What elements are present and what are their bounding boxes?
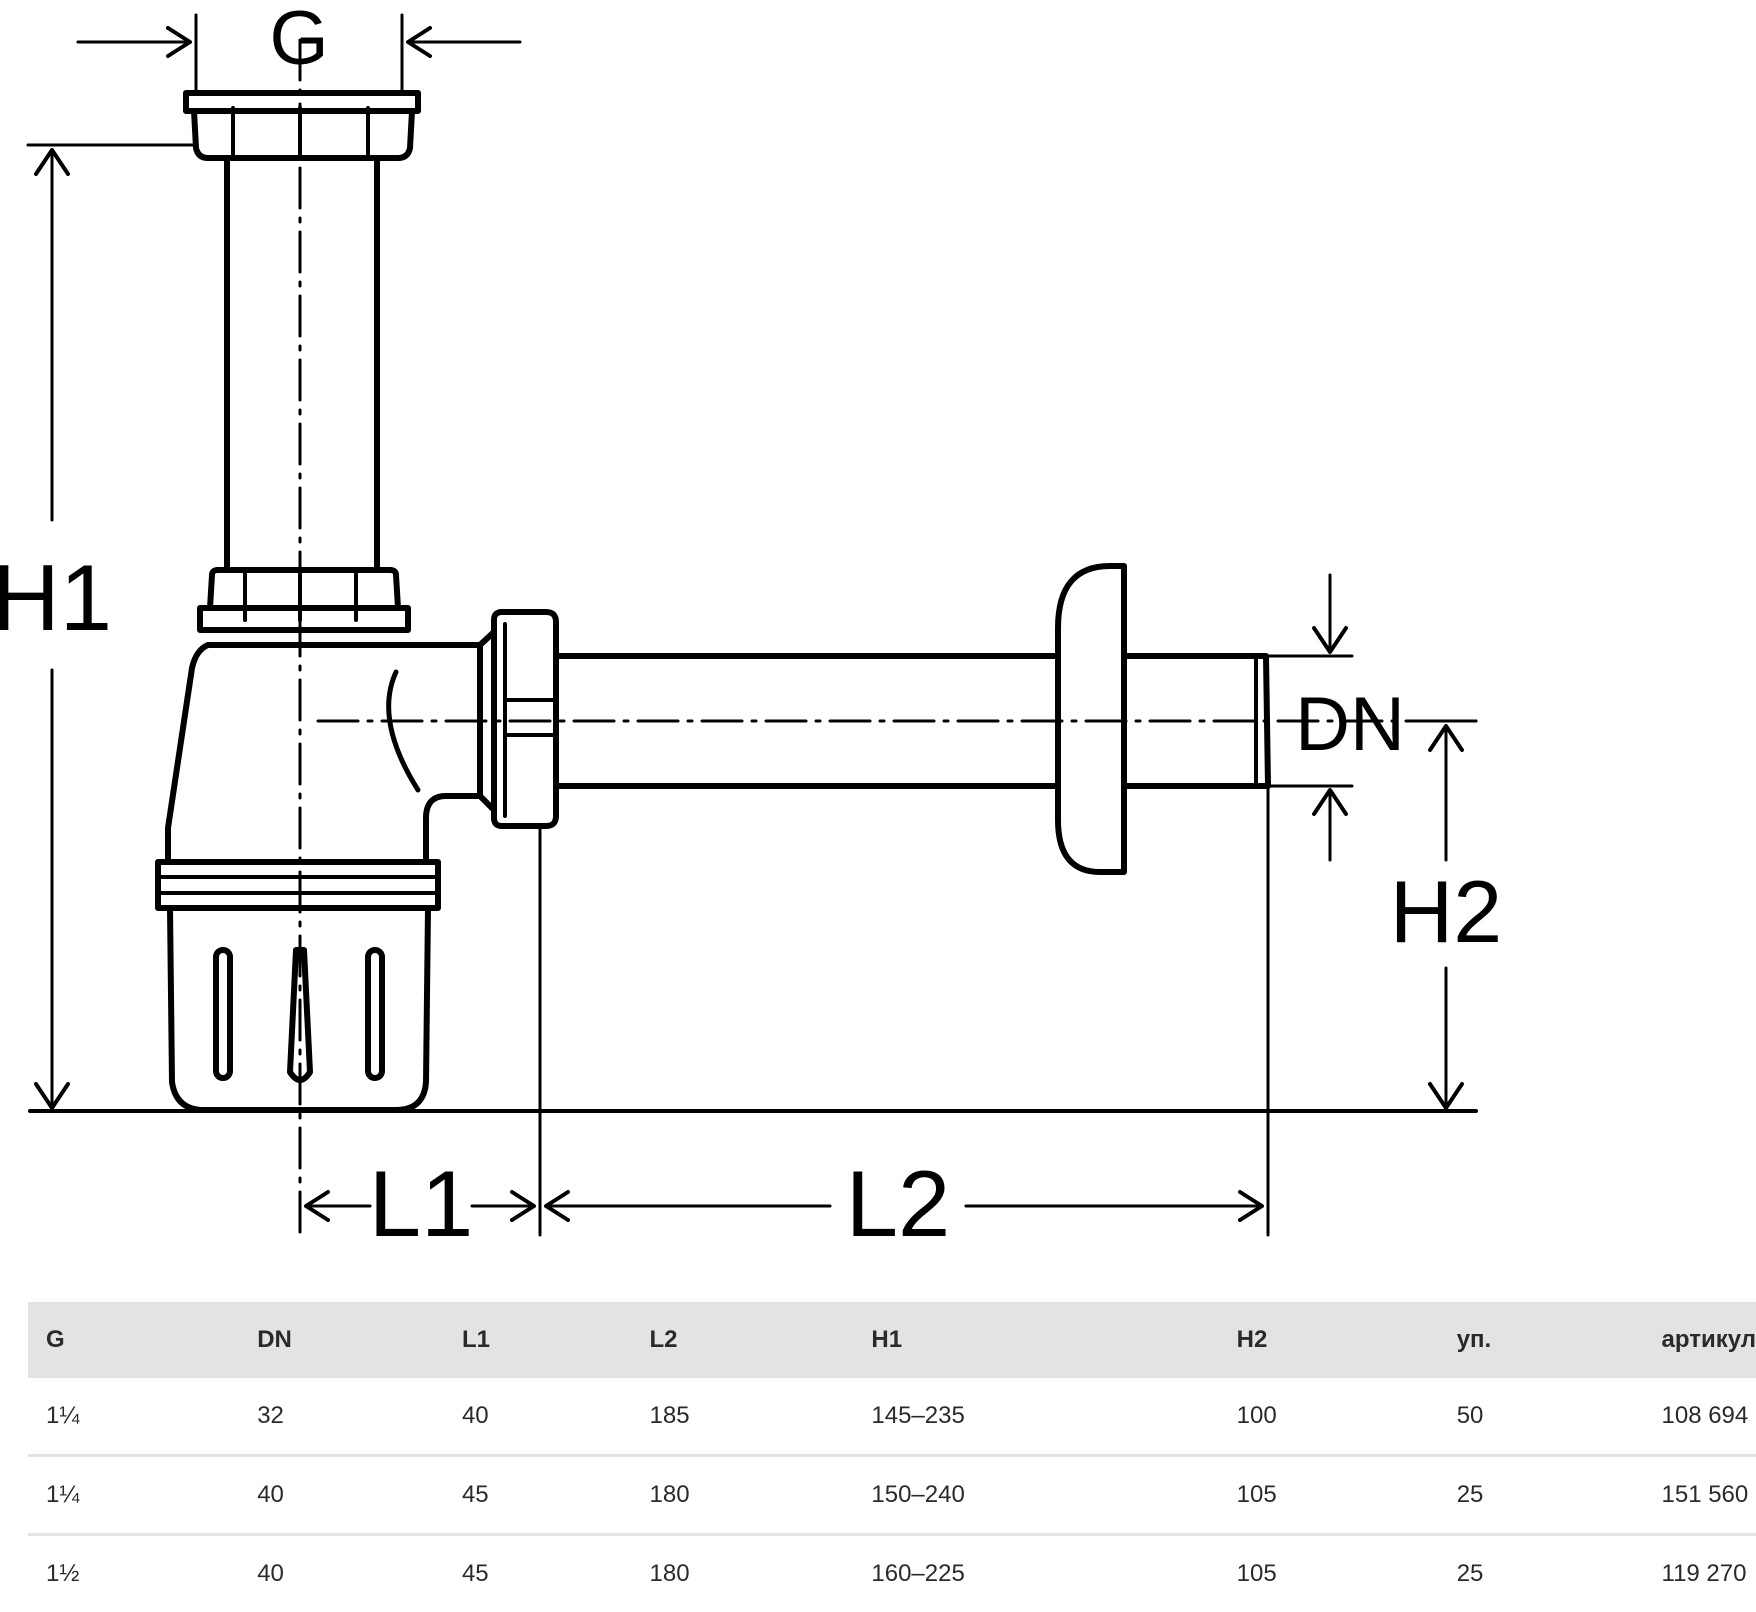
label-l2: L2	[846, 1151, 951, 1256]
cell-pack: 50	[1438, 1378, 1644, 1457]
spec-table: G DN L1 L2 H1 H2 уп. артикул 1¼ 32 40 18…	[28, 1302, 1756, 1612]
trap-body	[155, 642, 483, 1113]
cell-h2: 105	[1218, 1455, 1439, 1536]
cell-g: 1¼	[28, 1455, 240, 1536]
cell-h2: 100	[1218, 1378, 1439, 1457]
cell-h1: 145–235	[853, 1378, 1219, 1457]
cell-l2: 180	[631, 1455, 854, 1536]
cell-dn: 40	[239, 1455, 444, 1536]
cell-dn: 40	[257, 1560, 284, 1587]
cell-article: 119 270	[1661, 1560, 1747, 1587]
horizontal-tube	[553, 653, 1061, 789]
label-h2: H2	[1390, 862, 1503, 961]
cell-article: 151 560	[1643, 1455, 1756, 1536]
cell-dn: 32	[239, 1378, 444, 1457]
header-pack: уп.	[1438, 1302, 1644, 1378]
table-header-row: G DN L1 L2 H1 H2 уп. артикул	[28, 1302, 1756, 1378]
table-row: 1¼ 40 45 180 150–240 105 25 151 560	[28, 1455, 1756, 1536]
table-row: 1¼ 32 40 185 145–235 100 50 108 694	[28, 1378, 1756, 1457]
wall-rosette	[1055, 563, 1127, 875]
cell-h2: 105	[1236, 1560, 1277, 1587]
cell-l1: 45	[443, 1455, 632, 1536]
header-l2: L2	[631, 1302, 854, 1378]
header-g: G	[28, 1302, 240, 1378]
centerlines	[298, 38, 1478, 1237]
label-g: G	[269, 0, 328, 81]
label-l1: L1	[369, 1151, 474, 1256]
inlet-nut	[183, 90, 421, 161]
cell-pack: 25	[1438, 1455, 1644, 1536]
vertical-tube	[224, 155, 380, 573]
cell-pack: 25	[1456, 1560, 1484, 1587]
outlet-nut	[477, 609, 559, 829]
table-row: 1½ 40 45 180 160–225 105 25 119 270	[28, 1535, 1756, 1612]
header-h2: H2	[1218, 1302, 1439, 1378]
cell-l2: 180	[649, 1560, 690, 1587]
siphon-technical-drawing: G H1 DN H2 L1 L2	[0, 0, 1503, 1256]
cell-h1: 150–240	[853, 1455, 1219, 1536]
label-dn: DN	[1295, 682, 1405, 767]
header-dn: DN	[239, 1302, 444, 1378]
cell-h1: 160–225	[871, 1560, 965, 1587]
cell-g: 1½	[46, 1560, 80, 1587]
cell-l1: 40	[443, 1378, 632, 1457]
header-article: артикул	[1643, 1302, 1756, 1378]
cell-l2: 185	[631, 1378, 854, 1457]
label-h1: H1	[0, 545, 112, 650]
lower-nut	[197, 567, 411, 633]
header-h1: H1	[853, 1302, 1219, 1378]
arrowheads	[34, 26, 1464, 1222]
cell-g: 1¼	[28, 1378, 240, 1457]
cell-article: 108 694	[1643, 1378, 1756, 1457]
extension-lines	[26, 13, 1478, 1237]
cell-l1: 45	[461, 1560, 489, 1587]
dimension-lines	[50, 40, 1448, 1208]
header-l1: L1	[443, 1302, 632, 1378]
